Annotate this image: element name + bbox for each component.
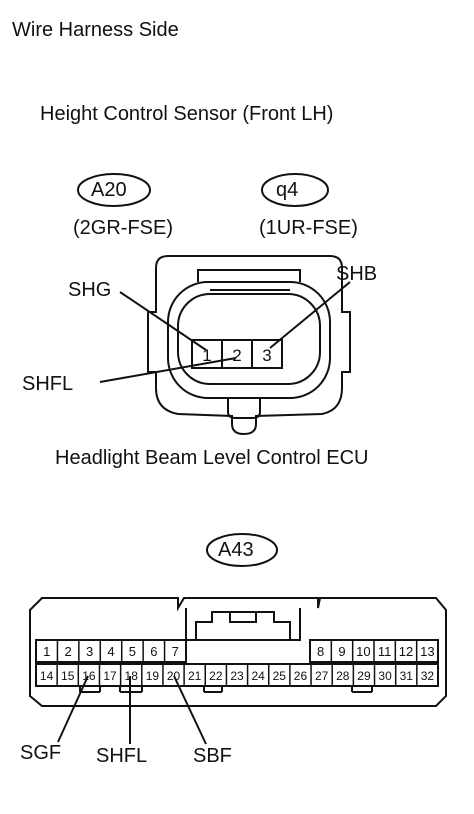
ecu-pin-1: 1 xyxy=(43,644,50,659)
leader-sbf xyxy=(173,675,207,745)
ecu-pin-28: 28 xyxy=(336,669,350,683)
sensor-pin-3: 3 xyxy=(262,346,271,365)
sensor-pin-label-shg: SHG xyxy=(68,279,112,301)
sensor-pin-label-shb: SHB xyxy=(336,263,378,285)
leader-shg xyxy=(119,291,207,351)
sensor-connector-code-b: q4 xyxy=(276,179,299,201)
sensor-pin-2: 2 xyxy=(232,346,241,365)
oval-a20 xyxy=(77,173,151,207)
sensor-pin-cells: 1 2 3 xyxy=(202,346,271,365)
ecu-pin-18: 18 xyxy=(125,669,139,683)
ecu-pin-5: 5 xyxy=(129,644,136,659)
ecu-pin-30: 30 xyxy=(378,669,392,683)
leader-shfl xyxy=(99,357,237,383)
oval-q4 xyxy=(261,173,329,207)
sensor-housing-mid xyxy=(167,281,331,399)
ecu-pin-16: 16 xyxy=(82,669,96,683)
sensor-pin-1: 1 xyxy=(202,346,211,365)
ecu-pin-15: 15 xyxy=(61,669,75,683)
ecu-connector-code: A43 xyxy=(218,539,254,561)
ecu-latch-notch xyxy=(229,611,257,623)
ecu-pin-21: 21 xyxy=(188,669,202,683)
ecu-pin-24: 24 xyxy=(251,669,265,683)
sensor-title: Height Control Sensor (Front LH) xyxy=(40,103,334,125)
ecu-pin-19: 19 xyxy=(146,669,160,683)
ecu-pin-4: 4 xyxy=(107,644,114,659)
ecu-pin-label-sgf: SGF xyxy=(20,742,62,764)
ecu-pin-25: 25 xyxy=(273,669,287,683)
page-heading: Wire Harness Side xyxy=(12,19,179,41)
sensor-engine-note-a: (2GR-FSE) xyxy=(73,217,173,239)
ecu-pin-label-sbf: SBF xyxy=(193,745,232,767)
ecu-pin-10: 10 xyxy=(356,644,370,659)
ecu-pin-17: 17 xyxy=(103,669,117,683)
ecu-pin-2: 2 xyxy=(65,644,72,659)
ecu-pin-9: 9 xyxy=(338,644,345,659)
ecu-title: Headlight Beam Level Control ECU xyxy=(55,447,369,469)
ecu-pin-22: 22 xyxy=(209,669,223,683)
sensor-engine-note-b: (1UR-FSE) xyxy=(259,217,358,239)
ecu-housing-outer xyxy=(29,597,447,707)
ecu-pin-23: 23 xyxy=(230,669,244,683)
ecu-pin-8: 8 xyxy=(317,644,324,659)
ecu-pin-12: 12 xyxy=(399,644,413,659)
ecu-latch-inner xyxy=(195,611,291,640)
sensor-pin-block xyxy=(191,339,283,369)
ecu-pin-label-shfl: SHFL xyxy=(96,745,148,767)
sensor-housing-inner xyxy=(177,293,321,385)
ecu-pin-14: 14 xyxy=(40,669,54,683)
ecu-pin-29: 29 xyxy=(357,669,371,683)
ecu-latch xyxy=(185,608,301,641)
oval-a43 xyxy=(206,533,278,567)
ecu-pin-32: 32 xyxy=(421,669,435,683)
sensor-bottom-key xyxy=(227,398,261,419)
ecu-pin-6: 6 xyxy=(150,644,157,659)
ecu-pin-27: 27 xyxy=(315,669,329,683)
leader-sgf xyxy=(57,675,89,743)
leader-shb xyxy=(269,281,351,349)
ecu-pin-11: 11 xyxy=(378,644,392,659)
ecu-pin-3: 3 xyxy=(86,644,93,659)
sensor-housing-outer xyxy=(147,255,351,436)
ecu-pin-26: 26 xyxy=(294,669,308,683)
sensor-pin-label-shfl: SHFL xyxy=(22,373,74,395)
ecu-pin-13: 13 xyxy=(420,644,434,659)
ecu-pin-7: 7 xyxy=(172,644,179,659)
sensor-connector-code-a: A20 xyxy=(91,179,127,201)
sensor-latch xyxy=(197,269,301,282)
ecu-pin-20: 20 xyxy=(167,669,181,683)
ecu-pin-31: 31 xyxy=(400,669,414,683)
